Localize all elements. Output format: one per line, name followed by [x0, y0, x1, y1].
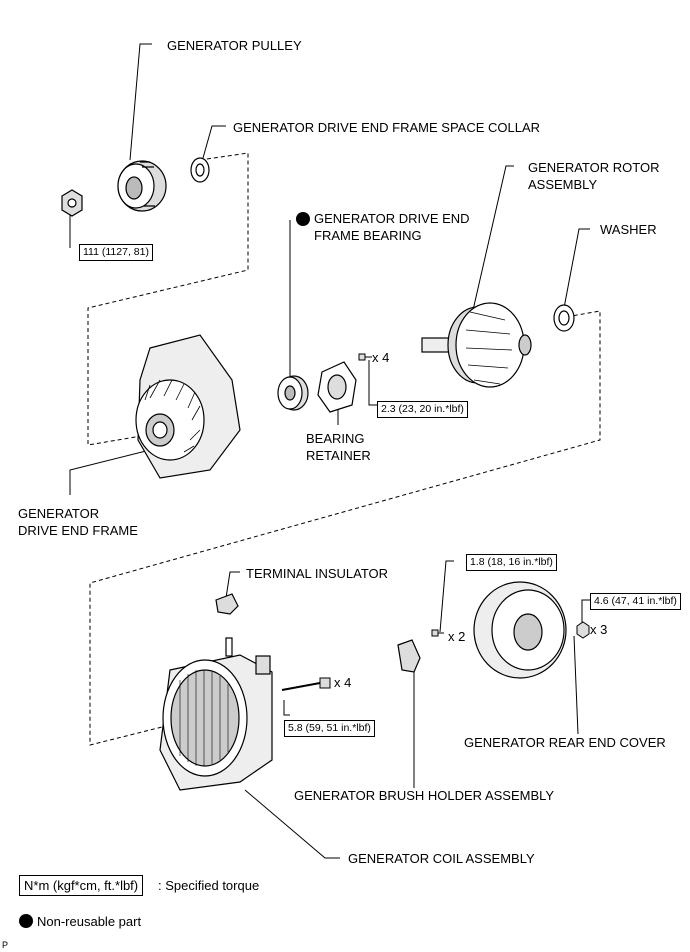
label-drive-end-frame-bearing: GENERATOR DRIVE END FRAME BEARING	[296, 210, 470, 244]
label-rotor-assembly: GENERATOR ROTOR ASSEMBLY	[528, 160, 660, 192]
through-bolt-part	[281, 677, 331, 691]
qty-retainer-screw: x 4	[372, 350, 390, 365]
drive-end-frame-part	[135, 334, 241, 479]
retainer-screw-part	[358, 353, 372, 361]
bearing-part	[277, 375, 309, 411]
label-bearing-retainer: BEARING RETAINER	[306, 431, 371, 463]
label-generator-pulley: GENERATOR PULLEY	[167, 38, 302, 53]
legend-torque-unit: N*m (kgf*cm, ft.*lbf)	[19, 875, 144, 896]
torque-retainer-screw: 2.3 (23, 20 in.*lbf)	[377, 401, 468, 418]
qty-brush-screw: x 2	[448, 629, 466, 644]
terminal-insulator-part	[215, 593, 239, 615]
brush-holder-part	[397, 639, 421, 673]
space-collar-part	[190, 157, 210, 183]
legend-torque-desc: : Specified torque	[158, 878, 260, 893]
assembly-guide-lines	[87, 152, 601, 746]
label-coil-assembly: GENERATOR COIL ASSEMBLY	[348, 851, 535, 866]
pulley-part	[117, 160, 167, 212]
torque-cover-nut: 4.6 (47, 41 in.*lbf)	[590, 593, 681, 610]
pulley-nut-part	[61, 189, 83, 217]
coil-assembly-part	[159, 637, 273, 791]
torque-brush-screw: 1.8 (18, 16 in.*lbf)	[466, 554, 557, 571]
rear-end-cover-part	[473, 581, 567, 679]
label-terminal-insulator: TERMINAL INSULATOR	[246, 566, 389, 581]
qty-bolt: x 4	[334, 675, 352, 690]
corner-mark: P	[2, 940, 9, 950]
label-rear-end-cover: GENERATOR REAR END COVER	[464, 735, 666, 750]
washer-part	[553, 304, 575, 332]
legend-nonreusable: Non-reusable part	[19, 913, 141, 930]
label-bearing-text: GENERATOR DRIVE END FRAME BEARING	[314, 211, 470, 243]
bearing-retainer-part	[317, 361, 357, 413]
torque-bolt: 5.8 (59, 51 in.*lbf)	[284, 720, 375, 737]
cover-nut-part	[576, 621, 590, 639]
torque-pulley-nut: 111 (1127, 81)	[79, 244, 153, 261]
label-washer: WASHER	[600, 222, 657, 237]
legend-nonreusable-text: Non-reusable part	[37, 914, 142, 929]
nonreusable-marker-icon	[296, 212, 310, 226]
label-space-collar: GENERATOR DRIVE END FRAME SPACE COLLAR	[233, 120, 541, 135]
nonreusable-legend-icon	[19, 914, 33, 928]
qty-cover-nut: x 3	[590, 622, 608, 637]
label-drive-end-frame: GENERATOR DRIVE END FRAME	[18, 506, 138, 538]
rotor-part	[421, 302, 532, 388]
label-brush-holder: GENERATOR BRUSH HOLDER ASSEMBLY	[294, 788, 555, 803]
brush-screw-part	[431, 629, 444, 637]
